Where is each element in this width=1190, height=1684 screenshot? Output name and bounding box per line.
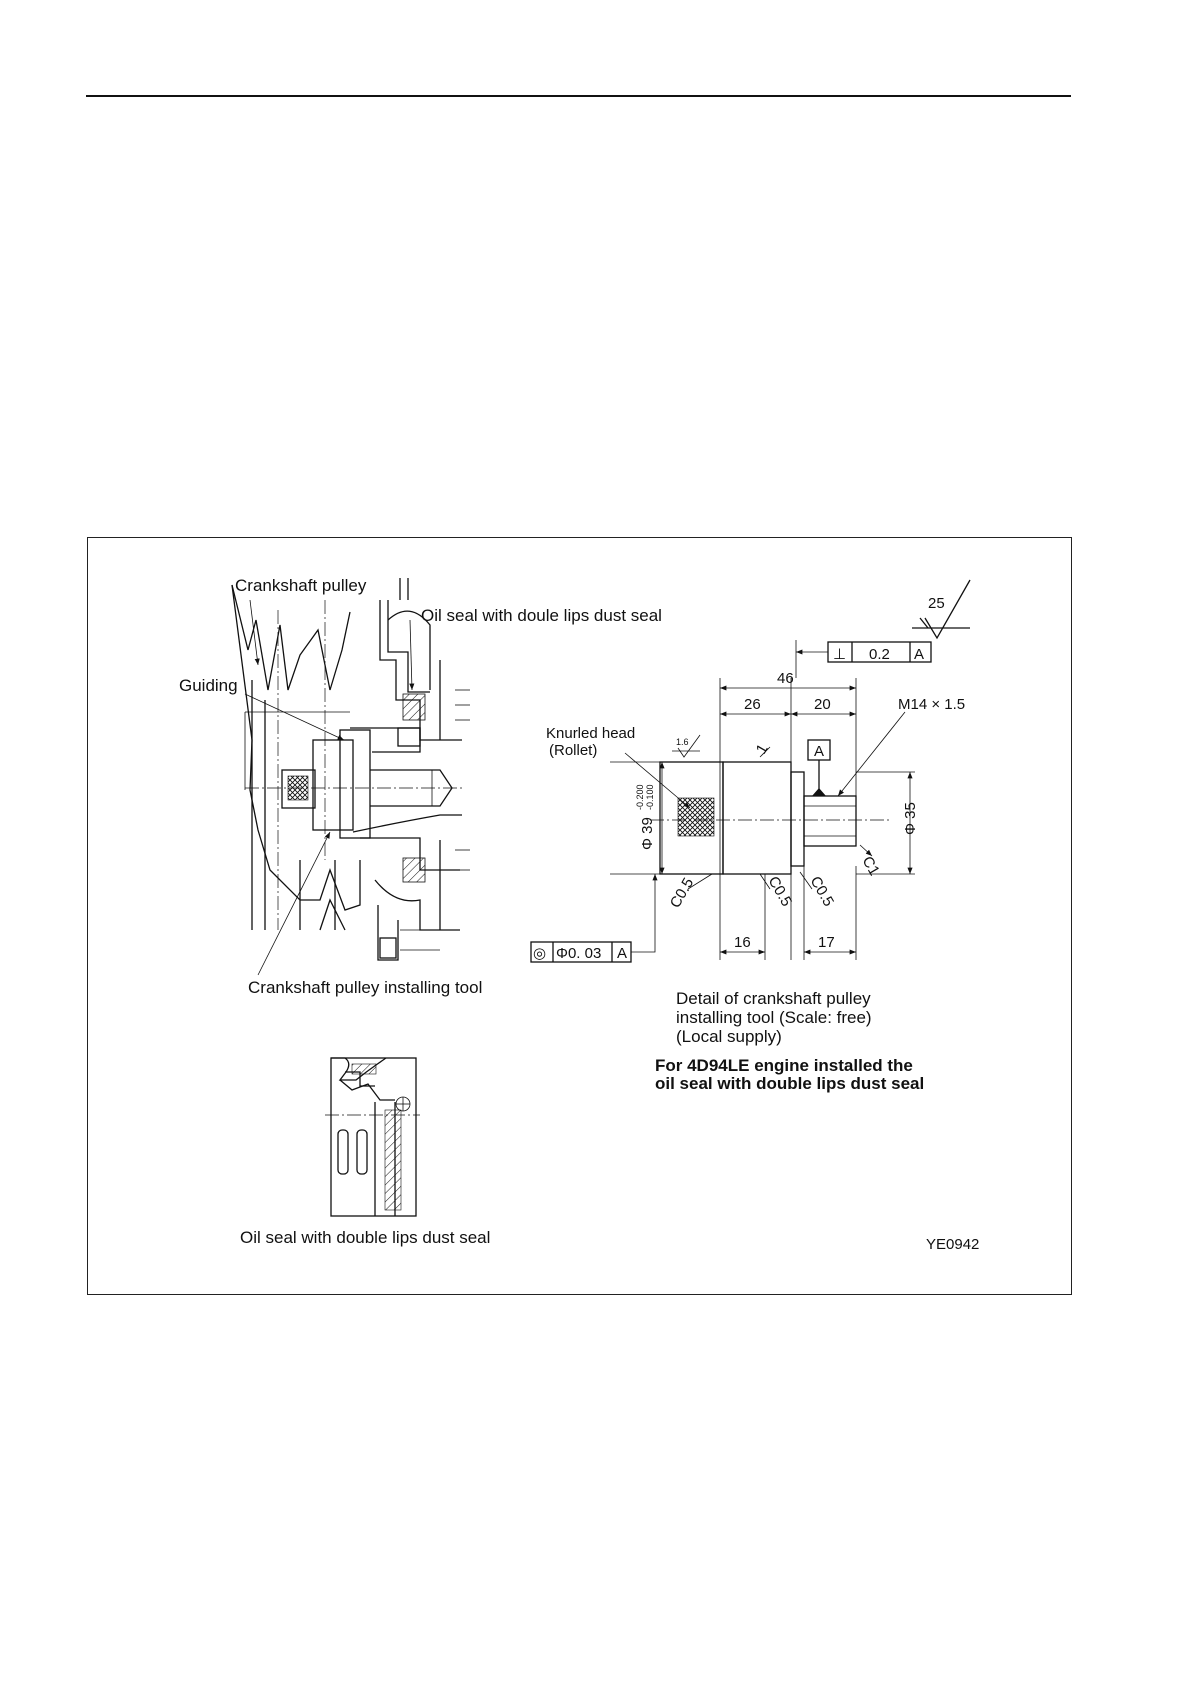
leader-crankshaft-pulley [249,599,260,666]
surface-finish-25: 25 [928,595,945,612]
diameter-35: Φ 35 [902,802,919,835]
knurled-head-label: Knurled head [546,725,635,742]
detail-caption-line2: installing tool (Scale: free) [676,1008,872,1027]
pulley-assembly-drawing [231,578,470,961]
datum-a-label: A [814,743,824,760]
figure-frame [87,537,1072,1295]
leader-installing-tool [257,831,331,976]
perpendicularity-symbol: ⊥ [833,646,846,663]
label-guiding: Guiding [179,676,238,695]
concentricity-symbol: ◎ [533,945,546,962]
chamfer-1: 1 [753,741,772,757]
perpendicularity-datum: A [914,646,924,663]
chamfer-c05-right: C0.5 [807,874,838,910]
note-line1: For 4D94LE engine installed the [655,1056,913,1075]
dim-26: 26 [744,696,761,713]
label-oil-seal-top: Oil seal with doule lips dust seal [421,606,662,625]
oil-seal-section-drawing [325,1057,420,1217]
dim-17: 17 [818,934,835,951]
seal-caption: Oil seal with double lips dust seal [240,1228,490,1247]
chamfer-c05-left: C0.5 [667,875,698,911]
leader-guiding [244,693,345,741]
tool-detail-drawing [530,579,971,963]
label-crankshaft-pulley: Crankshaft pulley [235,576,367,595]
surface-finish-1-6: 1.6 [676,737,689,747]
chamfer-c1: C1 [859,854,883,879]
chamfer-c05-mid: C0.5 [765,874,796,910]
diameter-39: Φ 39 [639,817,656,850]
tol-lower: -0.100 [645,784,655,810]
header-rule [86,95,1071,97]
perpendicularity-value: 0.2 [869,646,890,663]
leader-oil-seal [409,619,415,691]
note-line2: oil seal with double lips dust seal [655,1074,924,1093]
dim-16: 16 [734,934,751,951]
dim-46: 46 [777,670,794,687]
concentricity-value: Φ0. 03 [556,945,601,962]
concentricity-datum: A [617,945,627,962]
detail-caption-line1: Detail of crankshaft pulley [676,989,871,1008]
figure-id-label: YE0942 [926,1236,979,1253]
knurled-head-sub-label: (Rollet) [549,742,597,759]
dim-20: 20 [814,696,831,713]
thread-spec: M14 × 1.5 [898,696,965,713]
detail-caption-line3: (Local supply) [676,1027,782,1046]
label-installing-tool: Crankshaft pulley installing tool [248,978,482,997]
tol-upper: -0.200 [635,784,645,810]
